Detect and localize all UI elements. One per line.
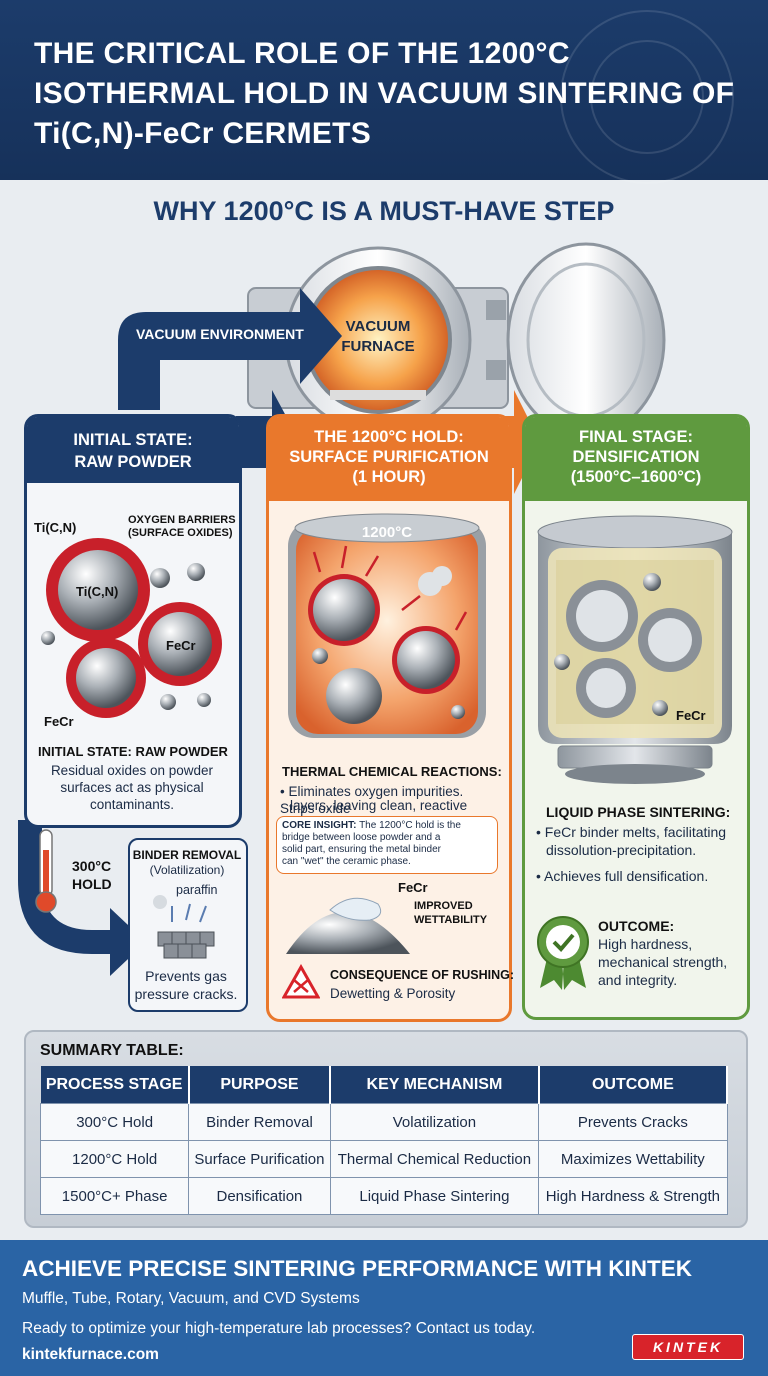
table-cell: Liquid Phase Sintering	[329, 1177, 540, 1215]
award-ribbon-icon	[537, 916, 589, 990]
vessel-temp-label: 1200°C	[361, 524, 413, 541]
binder-removal-panel	[128, 838, 248, 1012]
table-cell: Prevents Cracks	[538, 1103, 728, 1141]
table-cell: Thermal Chemical Reduction	[329, 1140, 540, 1178]
initial-caption-title: INITIAL STATE: RAW POWDER	[38, 744, 228, 759]
paraffin-volatilization-icon	[153, 895, 215, 959]
summary-header-cell: OUTCOME	[538, 1066, 729, 1104]
table-cell: Volatilization	[329, 1103, 540, 1141]
footer-headline: ACHIEVE PRECISE SINTERING PERFORMANCE WI…	[22, 1256, 693, 1281]
hold1200-title-bar	[269, 417, 509, 501]
wettability-label-line2: WETTABILITY	[414, 914, 488, 926]
oxygen-barriers-label-line2: (SURFACE OXIDES)	[128, 527, 233, 539]
final-stage-title-bar	[525, 417, 747, 501]
binder-removal-subtitle: (Volatilization)	[149, 863, 225, 877]
table-cell: 1500°C+ Phase	[39, 1177, 190, 1215]
table-cell: 300°C Hold	[39, 1103, 190, 1141]
hold1200-title-line2: SURFACE PURIFICATION	[289, 448, 489, 466]
ticn-label-top: Ti(C,N)	[34, 520, 77, 535]
consequence-title: CONSEQUENCE OF RUSHING:	[330, 968, 515, 982]
table-cell: Surface Purification	[188, 1140, 331, 1178]
final-title-line1: FINAL STAGE:	[579, 428, 693, 446]
hold300-flow-arrow	[18, 820, 146, 976]
droplet-fecr-label: FeCr	[398, 880, 428, 895]
initial-caption-line1: Residual oxides on powder	[50, 763, 214, 778]
consequence-text: Dewetting & Porosity	[330, 986, 456, 1001]
hold1200-vessel-illustration	[288, 513, 486, 738]
furnace-label-line1: VACUUM	[345, 318, 411, 335]
binder-caption-line2: pressure cracks.	[134, 986, 238, 1002]
initial-caption-line2: surfaces act as physical	[60, 780, 204, 795]
warning-icon	[282, 964, 320, 999]
section-subtitle: WHY 1200°C IS A MUST-HAVE STEP	[153, 196, 615, 226]
outcome-line3: and integrity.	[598, 972, 678, 988]
initial-state-title-bar	[27, 417, 239, 483]
core-insight-line4: can "wet" the ceramic phase.	[282, 856, 411, 867]
footer-banner: ACHIEVE PRECISE SINTERING PERFORMANCE WI…	[0, 1240, 768, 1376]
core-insight-lead: CORE INSIGHT:	[282, 820, 357, 831]
initial-title-line1: INITIAL STATE:	[73, 431, 193, 449]
vacuum-environment-arrow	[118, 288, 342, 410]
fecr-particle-label: FeCr	[166, 638, 196, 653]
furnace-outline-decoration	[560, 10, 734, 184]
lps-line2: dissolution-precipitation.	[546, 842, 697, 858]
hold1200-title-line3: (1 HOUR)	[352, 468, 426, 486]
core-insight-line2: bridge between loose powder and a	[282, 832, 441, 843]
initial-title-line2: RAW POWDER	[74, 453, 192, 471]
furnace-label-line2: FURNACE	[341, 338, 415, 355]
table-cell: Densification	[188, 1177, 331, 1215]
reactions-line1: • Eliminates oxygen impurities. Strips o…	[280, 784, 464, 816]
kintek-logo: KINTEK	[632, 1334, 744, 1360]
footer-cta: Ready to optimize your high-temperature …	[22, 1320, 536, 1337]
summary-header-row: PROCESS STAGE PURPOSE KEY MECHANISM OUTC…	[40, 1066, 729, 1104]
densification-crucible-illustration	[537, 515, 733, 784]
footer-url-link[interactable]: kintekfurnace.com	[22, 1346, 159, 1363]
core-insight-line3: solid part, ensuring the metal binder	[282, 844, 441, 855]
summary-table: PROCESS STAGE PURPOSE KEY MECHANISM OUTC…	[39, 1066, 729, 1215]
footer-systems: Muffle, Tube, Rotary, Vacuum, and CVD Sy…	[22, 1290, 360, 1307]
table-cell: Maximizes Wettability	[538, 1140, 728, 1178]
table-row: 1200°C Hold Surface Purification Thermal…	[39, 1140, 728, 1178]
lps-line1: • FeCr binder melts, facilitating	[536, 824, 727, 840]
table-row: 300°C Hold Binder Removal Volatilization…	[39, 1103, 728, 1141]
summary-title: SUMMARY TABLE:	[40, 1042, 184, 1059]
outcome-line2: mechanical strength,	[598, 954, 728, 970]
reactions-title: THERMAL CHEMICAL REACTIONS:	[282, 764, 502, 779]
final-fecr-label: FeCr	[676, 708, 706, 723]
raw-powder-illustration	[41, 538, 222, 718]
hold1200-title-line1: THE 1200°C HOLD:	[314, 428, 464, 446]
ticn-particle-label: Ti(C,N)	[76, 584, 119, 599]
hold300-label-line1: 300°C	[72, 858, 112, 874]
summary-header-cell: PROCESS STAGE	[40, 1066, 190, 1104]
furnace-outline-decoration-inner	[590, 40, 704, 154]
initial-caption-line3: contaminants.	[89, 797, 175, 812]
summary-header-cell: PURPOSE	[188, 1066, 332, 1104]
outcome-line1: High hardness,	[598, 936, 693, 952]
wettability-droplet-illustration	[286, 897, 410, 954]
thermometer-icon	[35, 829, 57, 913]
lps-line3: • Achieves full densification.	[536, 868, 709, 884]
vacuum-environment-label: VACUUM ENVIRONMENT	[136, 326, 304, 342]
hold300-label-line2: HOLD	[72, 876, 112, 892]
core-insight-text1: The 1200°C hold is the	[359, 820, 461, 831]
header-banner: THE CRITICAL ROLE OF THE 1200°C ISOTHERM…	[0, 0, 768, 184]
paraffin-label: paraffin	[176, 883, 218, 897]
final-title-line3: (1500°C–1600°C)	[570, 468, 702, 486]
wettability-label-line1: IMPROVED	[414, 900, 473, 912]
oxygen-barriers-label-line1: OXYGEN BARRIERS	[128, 514, 236, 526]
table-cell: High Hardness & Strength	[538, 1177, 728, 1215]
table-row: 1500°C+ Phase Densification Liquid Phase…	[39, 1177, 728, 1215]
table-cell: Binder Removal	[188, 1103, 331, 1141]
table-cell: 1200°C Hold	[39, 1140, 190, 1178]
binder-caption-line1: Prevents gas	[145, 968, 227, 984]
binder-removal-title: BINDER REMOVAL	[132, 848, 242, 862]
fecr-particle-label-bottom: FeCr	[44, 714, 74, 729]
core-insight-line1: CORE INSIGHT: The 1200°C hold is the	[282, 820, 494, 832]
final-title-line2: DENSIFICATION	[572, 448, 700, 466]
summary-header-cell: KEY MECHANISM	[330, 1066, 540, 1104]
lps-title: LIQUID PHASE SINTERING:	[546, 804, 731, 820]
core-insight-box	[276, 816, 498, 874]
outcome-title: OUTCOME:	[598, 918, 675, 934]
page-title: THE CRITICAL ROLE OF THE 1200°C ISOTHERM…	[34, 37, 735, 150]
